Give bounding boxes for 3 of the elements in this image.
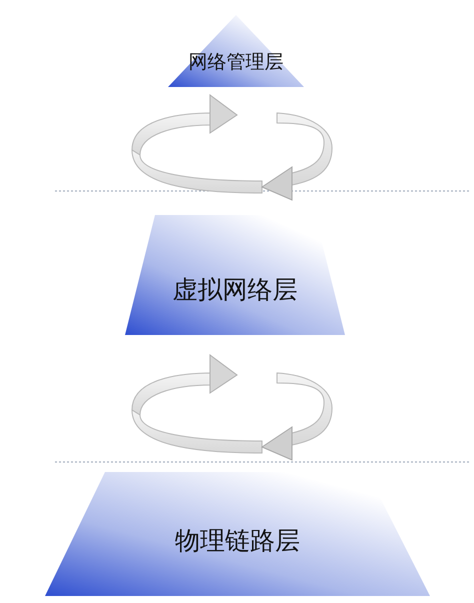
layer-label: 网络管理层 [188, 50, 284, 75]
layer-label: 物理链路层 [174, 525, 301, 557]
layer-label: 虚拟网络层 [172, 274, 298, 306]
